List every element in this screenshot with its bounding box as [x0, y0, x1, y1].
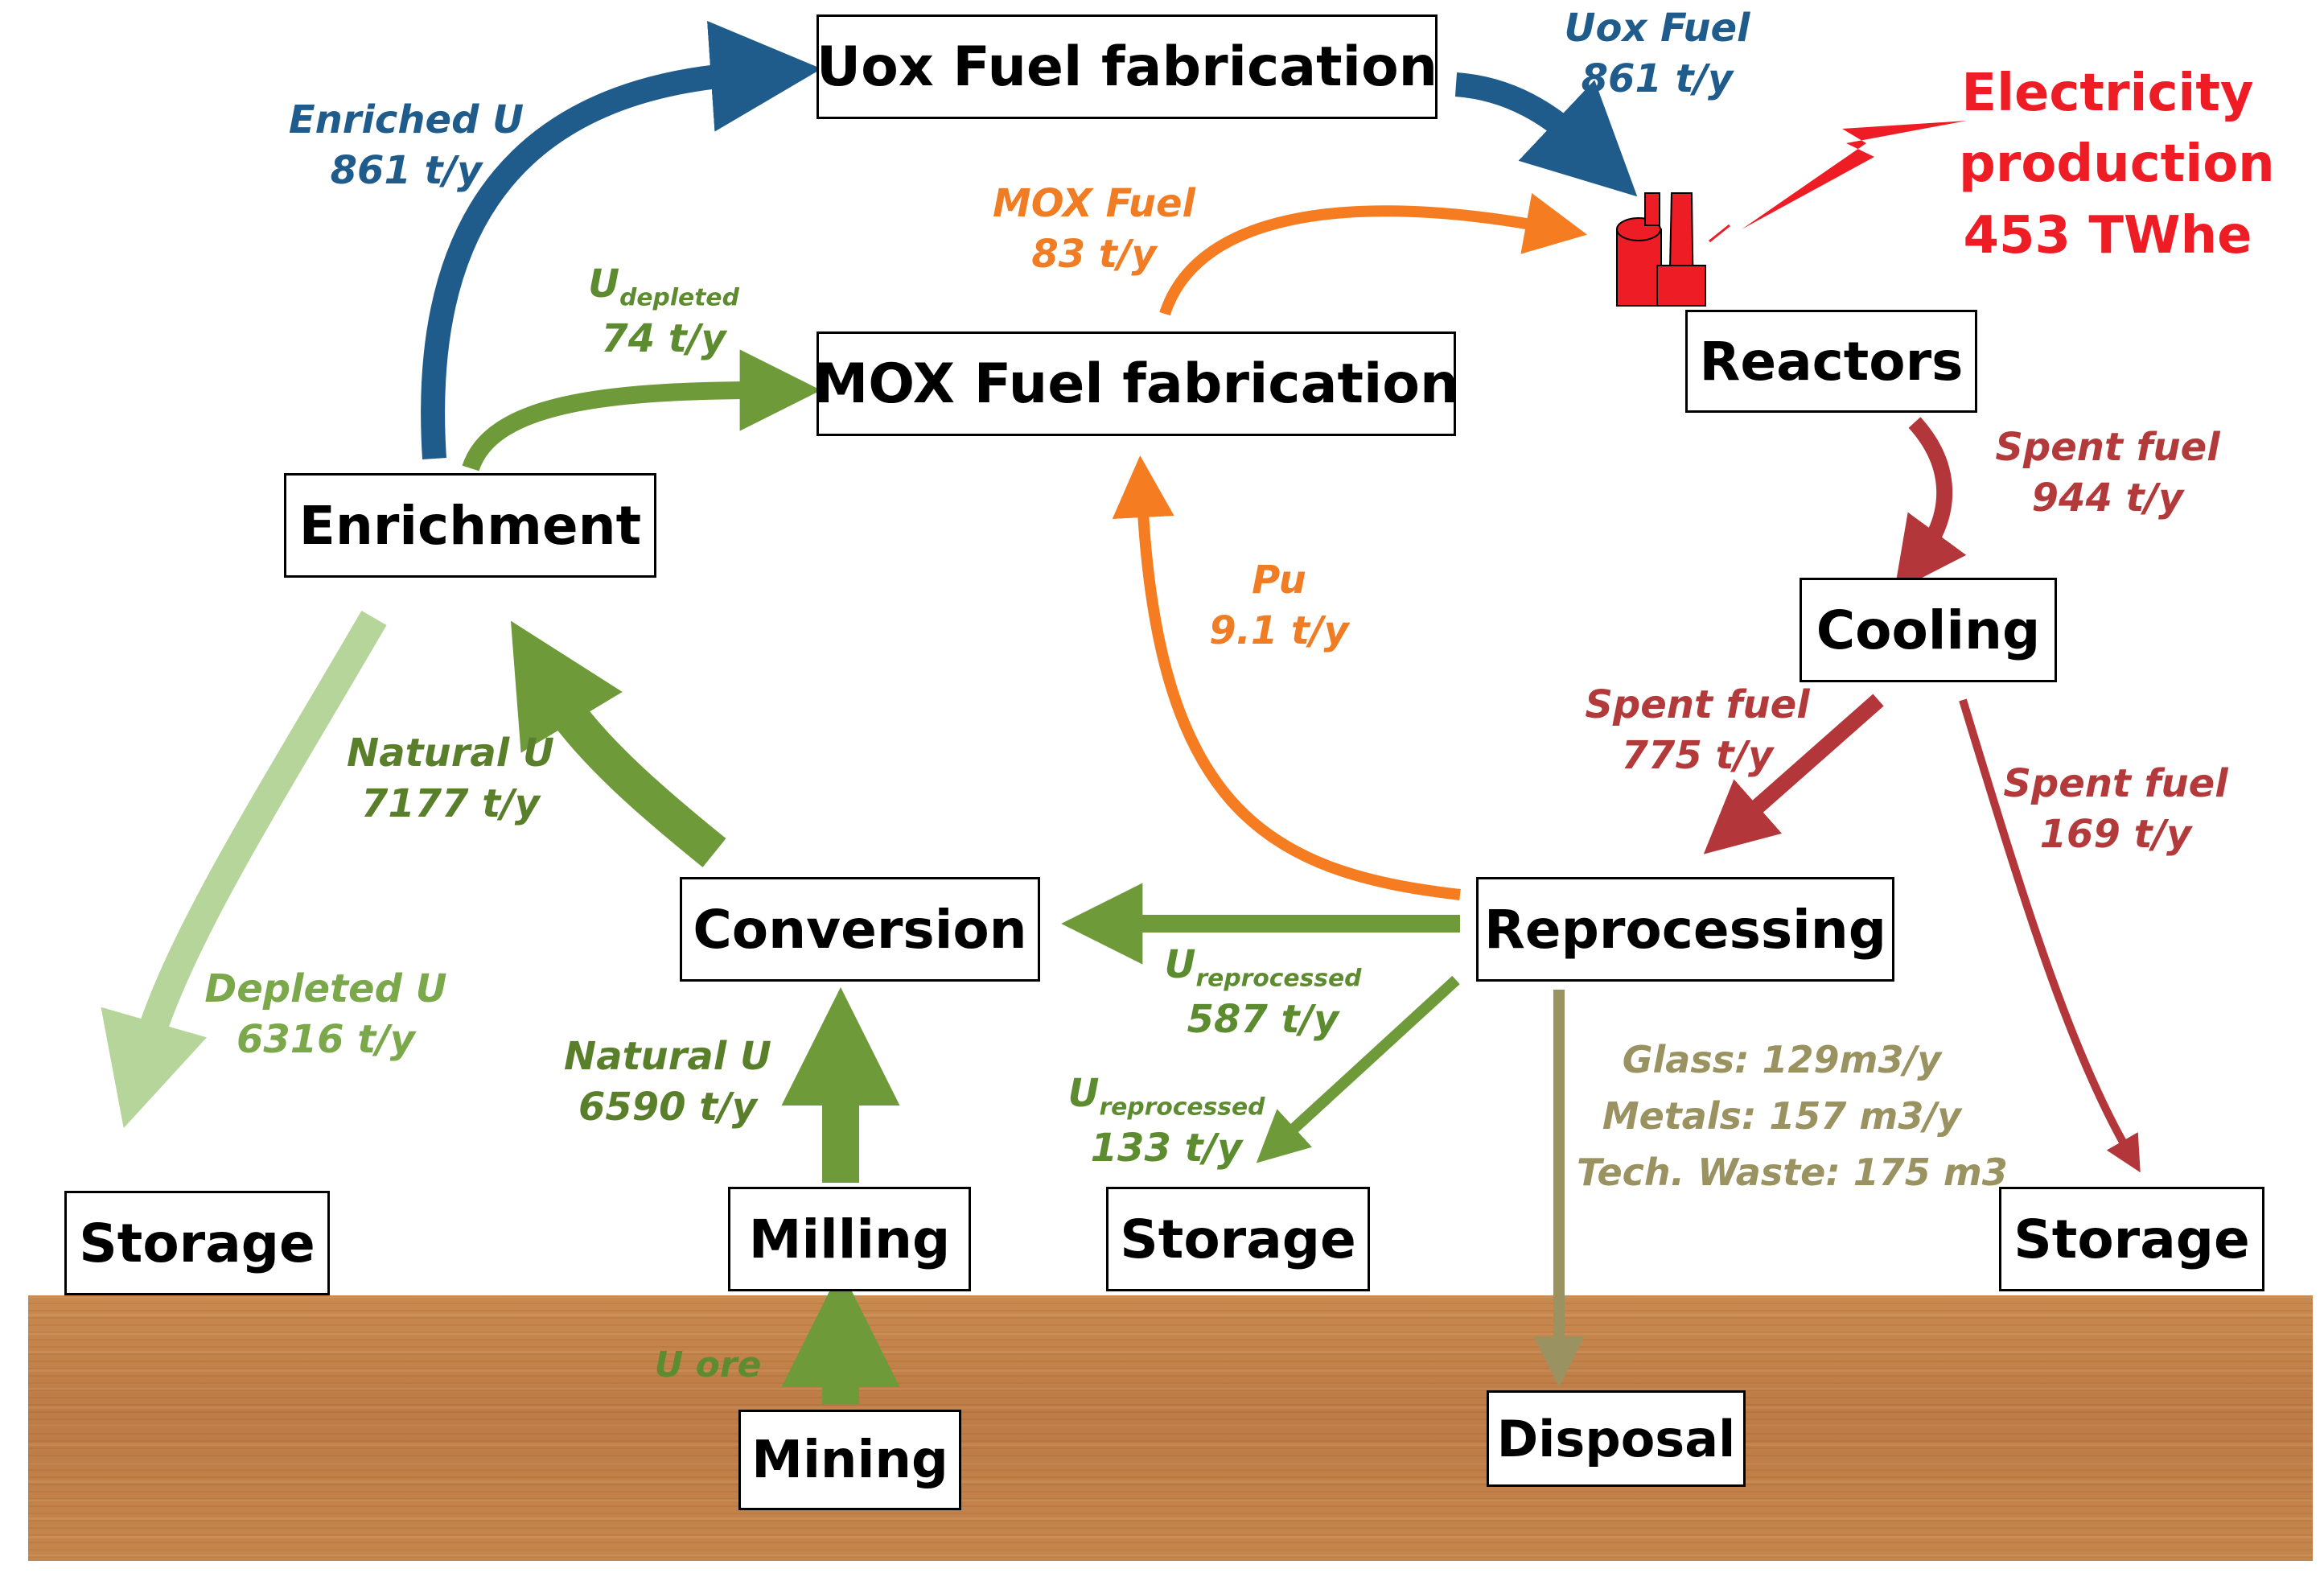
- mox-fuel-arrow: [1159, 192, 1588, 316]
- spent-fuel-reactors-label: Spent fuel 944 t/y: [1983, 422, 2232, 525]
- uox-fuel-name: Uox Fuel: [1564, 6, 1750, 51]
- storage-spent-box: Storage: [1999, 1187, 2264, 1291]
- u-depleted-rate: 74 t/y: [601, 315, 726, 361]
- u-reprocessed-storage-rate: 133 t/y: [1090, 1125, 1243, 1171]
- u-reprocessed-conversion-name: Ureprocessed: [1146, 940, 1380, 994]
- waste-metals: Metals: 157 m3/y: [1602, 1093, 1962, 1138]
- enriched-u-arrow: [421, 20, 822, 459]
- natural-u-enrichment-label: Natural U 7177 t/y: [334, 728, 567, 830]
- enrichment-box: Enrichment: [284, 473, 656, 578]
- u-reprocessed-conversion-symbol: U: [1164, 942, 1196, 987]
- spent-fuel-storage-label: Spent fuel 169 t/y: [1991, 759, 2240, 861]
- enriched-u-name: Enriched U: [288, 97, 524, 142]
- electricity-line2: production: [1959, 134, 2275, 195]
- natural-u-conversion-label: Natural U 6590 t/y: [555, 1031, 780, 1134]
- spent-fuel-reactors-arrow: [1894, 417, 1967, 592]
- pu-arrow: [1112, 455, 1461, 900]
- u-reprocessed-storage-name: Ureprocessed: [1050, 1068, 1283, 1123]
- waste-glass: Glass: 129m3/y: [1622, 1038, 1942, 1081]
- u-reprocessed-storage-label: Ureprocessed 133 t/y: [1050, 1068, 1283, 1174]
- enriched-u-rate: 861 t/y: [330, 148, 483, 194]
- waste-label: Glass: 129m3/y Metals: 157 m3/y Tech. Wa…: [1577, 1032, 2008, 1201]
- uox-fuel-label: Uox Fuel 861 t/y: [1553, 3, 1762, 105]
- natural-u-conversion-name: Natural U: [564, 1034, 771, 1079]
- milling-box: Milling: [728, 1187, 971, 1291]
- storage-reprocessed-box: Storage: [1106, 1187, 1370, 1291]
- mining-box: Mining: [738, 1410, 961, 1510]
- u-depleted-arrow: [462, 349, 821, 471]
- u-reprocessed-storage-symbol: U: [1067, 1071, 1100, 1116]
- storage-depleted-box: Storage: [64, 1191, 330, 1295]
- uox-fuel-rate: 861 t/y: [1581, 56, 1734, 102]
- conversion-box: Conversion: [680, 877, 1040, 982]
- uox-fuel-arrow: [1454, 72, 1638, 197]
- u-ore-name: U ore: [654, 1344, 762, 1386]
- spent-fuel-storage-name: Spent fuel: [2003, 761, 2228, 806]
- depleted-u-arrow: [101, 610, 387, 1129]
- ground-surface: [28, 1295, 2313, 1561]
- reprocessing-box: Reprocessing: [1476, 877, 1894, 982]
- reactor-plant-icon: [1616, 192, 1706, 307]
- pu-name: Pu: [1252, 558, 1306, 603]
- spent-fuel-reprocessing-name: Spent fuel: [1585, 682, 1810, 727]
- u-reprocessed-conversion-sub: reprocessed: [1195, 964, 1362, 993]
- spent-fuel-reactors-name: Spent fuel: [1995, 425, 2220, 470]
- electricity-line3: 453 TWhe: [1963, 205, 2252, 266]
- depleted-u-label: Depleted U 6316 t/y: [201, 964, 450, 1066]
- spent-fuel-storage-rate: 169 t/y: [2039, 812, 2192, 858]
- spent-fuel-reprocessing-rate: 775 t/y: [1621, 733, 1774, 779]
- u-depleted-sub: depleted: [619, 283, 739, 312]
- natural-u-conversion-rate: 6590 t/y: [578, 1085, 758, 1130]
- pu-rate: 9.1 t/y: [1209, 608, 1349, 654]
- mox-fuel-name: MOX Fuel: [993, 181, 1195, 226]
- u-depleted-label: Udepleted 74 t/y: [555, 259, 772, 364]
- u-ore-label: U ore: [636, 1342, 780, 1389]
- electricity-label: Electricity production 453 TWhe: [1959, 58, 2275, 271]
- spent-fuel-storage-arrow: [1959, 698, 2141, 1173]
- cooling-box: Cooling: [1800, 578, 2057, 682]
- waste-tech: Tech. Waste: 175 m3: [1577, 1150, 2008, 1194]
- mox-fabrication-box: MOX Fuel fabrication: [814, 331, 1458, 436]
- u-reprocessed-storage-arrow: [1256, 975, 1460, 1163]
- pu-label: Pu 9.1 t/y: [1178, 555, 1380, 657]
- natural-u-enrichment-arrow: [510, 620, 726, 867]
- natural-u-enrichment-rate: 7177 t/y: [360, 781, 541, 827]
- natural-u-enrichment-name: Natural U: [347, 731, 554, 776]
- u-reprocessed-storage-sub: reprocessed: [1099, 1093, 1265, 1122]
- depleted-u-rate: 6316 t/y: [236, 1017, 416, 1063]
- spent-fuel-reactors-rate: 944 t/y: [2031, 476, 2184, 521]
- u-reprocessed-conversion-rate: 587 t/y: [1187, 996, 1339, 1042]
- u-depleted-symbol: U: [588, 261, 620, 307]
- spent-fuel-reprocessing-arrow: [1703, 694, 1884, 854]
- disposal-box: Disposal: [1487, 1390, 1746, 1487]
- spent-fuel-reprocessing-label: Spent fuel 775 t/y: [1573, 680, 1822, 782]
- u-reprocessed-conversion-label: Ureprocessed 587 t/y: [1146, 940, 1380, 1045]
- mox-fuel-rate: 83 t/y: [1031, 232, 1157, 278]
- mox-fuel-label: MOX Fuel 83 t/y: [977, 179, 1211, 281]
- u-depleted-name: Udepleted: [555, 259, 772, 314]
- lightning-bolt-icon: [1709, 121, 1967, 243]
- enriched-u-label: Enriched U 861 t/y: [286, 95, 527, 197]
- uox-fabrication-box: Uox Fuel fabrication: [816, 14, 1438, 119]
- depleted-u-name: Depleted U: [204, 966, 447, 1011]
- reactors-box: Reactors: [1685, 310, 1977, 413]
- electricity-line1: Electricity: [1961, 64, 2254, 123]
